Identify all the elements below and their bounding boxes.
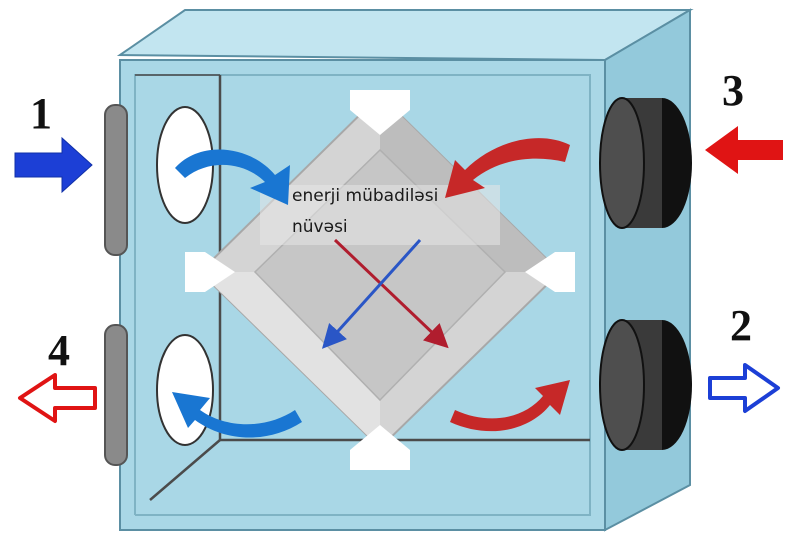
internal-flows [172,138,570,438]
flow-arrow-fresh-in [175,149,290,205]
flow-arrow-exhaust-out [172,392,302,438]
inner-frame [134,74,591,516]
port-number-3: 3 [722,66,744,115]
port-4-flange [104,324,128,466]
core-label-strip [260,185,500,245]
external-arrows [14,126,783,423]
port-number-2: 2 [730,301,752,350]
inner-edge [149,439,221,501]
core-label-line-1: enerji mübadiləsi [292,186,438,206]
core-spacer-left [185,252,235,292]
arrow-4-outlet [18,373,97,423]
port-2-duct-rim [599,319,645,451]
port-3-duct-rim [599,97,645,229]
core-flow-arrow-warm [321,238,422,349]
port-number-4: 4 [48,326,70,375]
arrow-1-inlet [14,136,93,194]
energy-exchange-core [185,90,575,470]
port-1-flange [104,104,128,256]
box-right-face [604,8,691,532]
core-label-line-2: nüvəsi [292,217,348,237]
arrow-3-inlet [705,126,783,174]
arrow-2-outlet [708,363,780,413]
core-flow-arrow-cold [333,238,449,349]
flow-arrow-extract-in [445,138,570,198]
core-spacer-top [350,90,410,135]
port-number-1: 1 [30,89,52,138]
box-top-face [116,9,694,62]
port-4-opening [156,334,214,446]
core-spacer-right [525,252,575,292]
flow-arrow-supply-out [450,380,570,432]
core-spacer-bottom [350,425,410,470]
right-ports [599,97,692,451]
